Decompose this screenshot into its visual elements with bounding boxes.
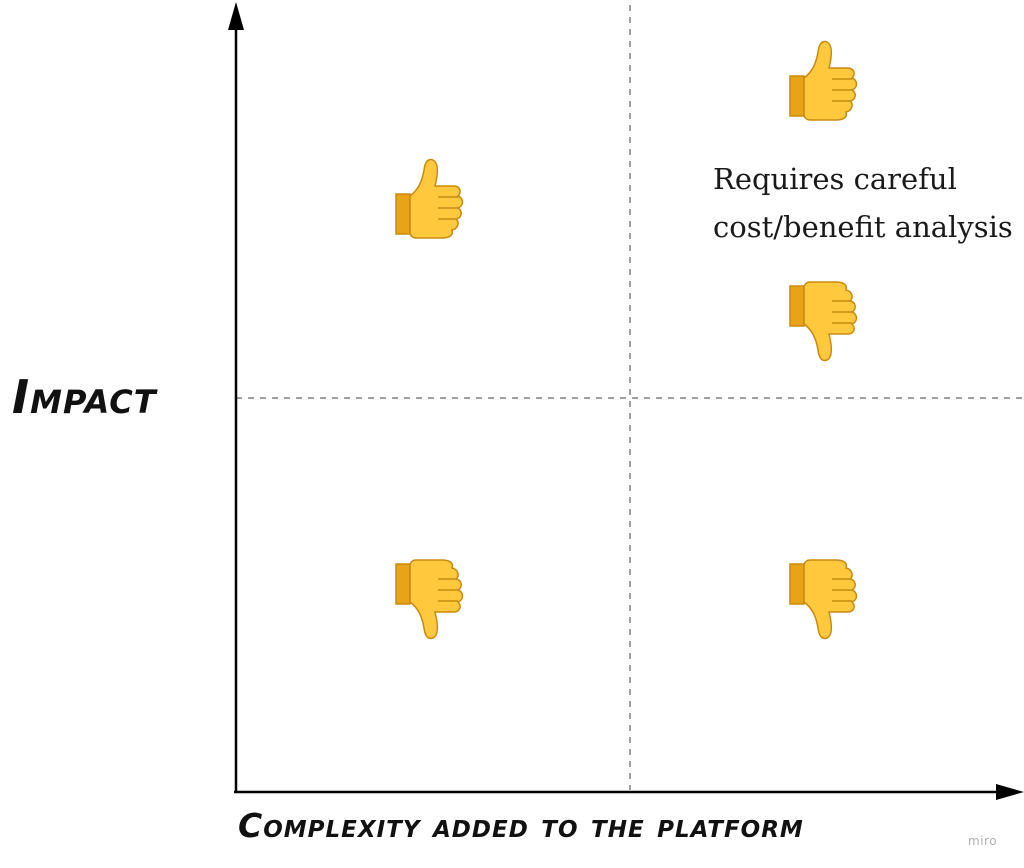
thumbs-down-icon xyxy=(789,559,858,640)
thumbs-down-icon xyxy=(789,281,858,362)
note-line-2: cost/benefit analysis xyxy=(713,210,1013,244)
y-axis-label: Impact xyxy=(12,370,157,424)
quadrant-note: Requires careful cost/benefit analysis xyxy=(713,155,1013,251)
note-line-1: Requires careful xyxy=(713,162,957,196)
thumbs-up-icon xyxy=(789,40,858,121)
miro-watermark: miro xyxy=(968,834,998,848)
thumbs-up-icon xyxy=(395,158,464,239)
x-axis-arrowhead xyxy=(996,784,1024,800)
thumbs-down-icon xyxy=(395,559,464,640)
x-axis-label: Complexity added to the platform xyxy=(238,806,804,845)
y-axis-arrowhead xyxy=(228,2,244,30)
